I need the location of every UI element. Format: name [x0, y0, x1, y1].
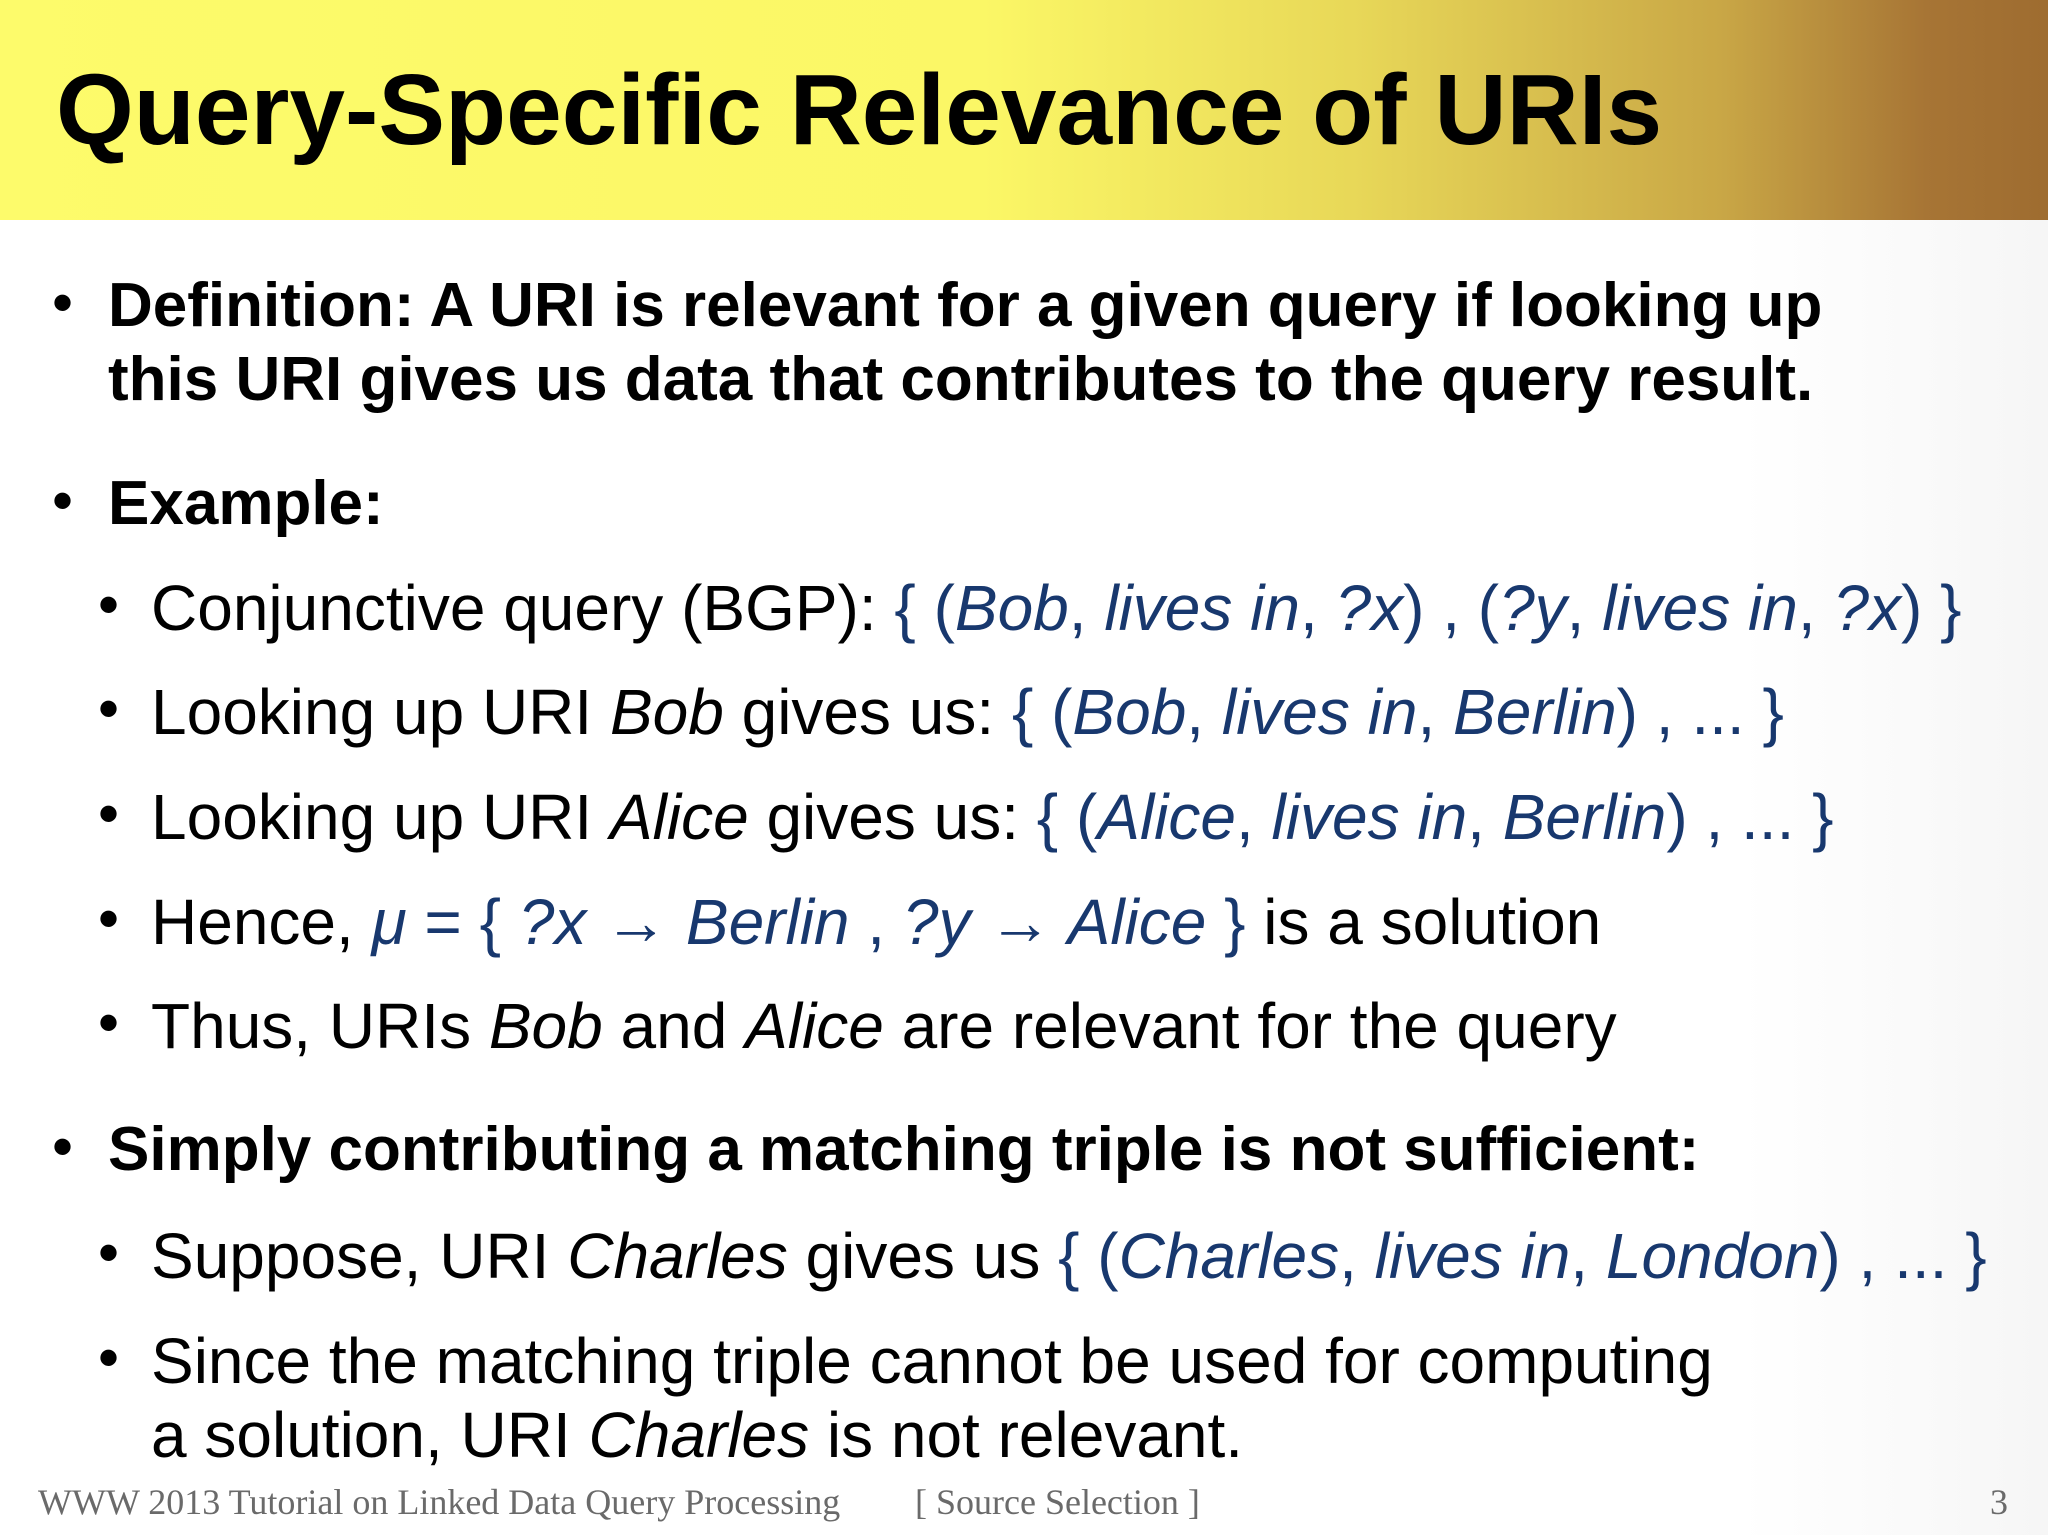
mapping-y: ?y → Alice: [902, 886, 1207, 958]
bgp-t2-predicate: lives in: [1602, 572, 1798, 644]
since-line-2: a solution, URI Charles is not relevant.: [151, 1399, 1244, 1471]
example-heading: Example:: [108, 469, 384, 538]
sub-bullet-dot: •: [98, 675, 120, 742]
mu-symbol: μ: [371, 886, 407, 958]
insufficient-heading: Simply contributing a matching triple is…: [108, 1115, 1700, 1184]
bgp-prefix: Conjunctive query (BGP):: [151, 572, 895, 644]
bgp-t2-subject: ?y: [1499, 572, 1567, 644]
thus-relevant-line: Thus, URIs Bob and Alice are relevant fo…: [151, 990, 1617, 1062]
hence-solution-line: Hence, μ = { ?x → Berlin , ?y → Alice } …: [151, 886, 1602, 958]
sub-bullet-dot: •: [98, 571, 120, 638]
title-bar: Query-Specific Relevance of URIs: [0, 0, 2048, 220]
page-number: 3: [1990, 1482, 2008, 1522]
sub-bullet-dot: •: [98, 780, 120, 847]
definition-line-1: Definition: A URI is relevant for a give…: [108, 271, 1823, 340]
bullet-dot: •: [52, 467, 74, 534]
bgp-line: Conjunctive query (BGP): { (Bob, lives i…: [151, 572, 1962, 644]
sub-bullet-dot: •: [98, 885, 120, 952]
suppose-charles-line: Suppose, URI Charles gives us { (Charles…: [151, 1220, 1987, 1292]
mapping-x: ?x → Berlin: [518, 886, 850, 958]
sub-bullet-dot: •: [98, 1219, 120, 1286]
bob-lookup-line: Looking up URI Bob gives us: { (Bob, liv…: [151, 676, 1784, 748]
bgp-open: { (: [894, 572, 955, 644]
footer-tutorial-title: WWW 2013 Tutorial on Linked Data Query P…: [38, 1482, 841, 1522]
uri-charles: Charles: [567, 1220, 788, 1292]
definition-line-2: this URI gives us data that contributes …: [108, 345, 1814, 414]
since-line-1: Since the matching triple cannot be used…: [151, 1325, 1713, 1397]
alice-lookup-line: Looking up URI Alice gives us: { (Alice,…: [151, 781, 1834, 853]
content-area: [0, 220, 2048, 1535]
sub-bullet-dot: •: [98, 989, 120, 1056]
sub-bullet-dot: •: [98, 1324, 120, 1391]
bgp-t1-object: ?x: [1335, 572, 1404, 644]
bgp-t1-predicate: lives in: [1104, 572, 1300, 644]
bullet-dot: •: [52, 269, 74, 336]
bgp-t1-subject: Bob: [954, 572, 1069, 644]
bgp-t2-object: ?x: [1833, 572, 1901, 644]
uri-bob: Bob: [609, 676, 724, 748]
bullet-dot: •: [52, 1113, 74, 1180]
uri-alice: Alice: [609, 781, 749, 853]
footer-section: [ Source Selection ]: [915, 1482, 1200, 1522]
slide-title: Query-Specific Relevance of URIs: [56, 54, 1663, 166]
